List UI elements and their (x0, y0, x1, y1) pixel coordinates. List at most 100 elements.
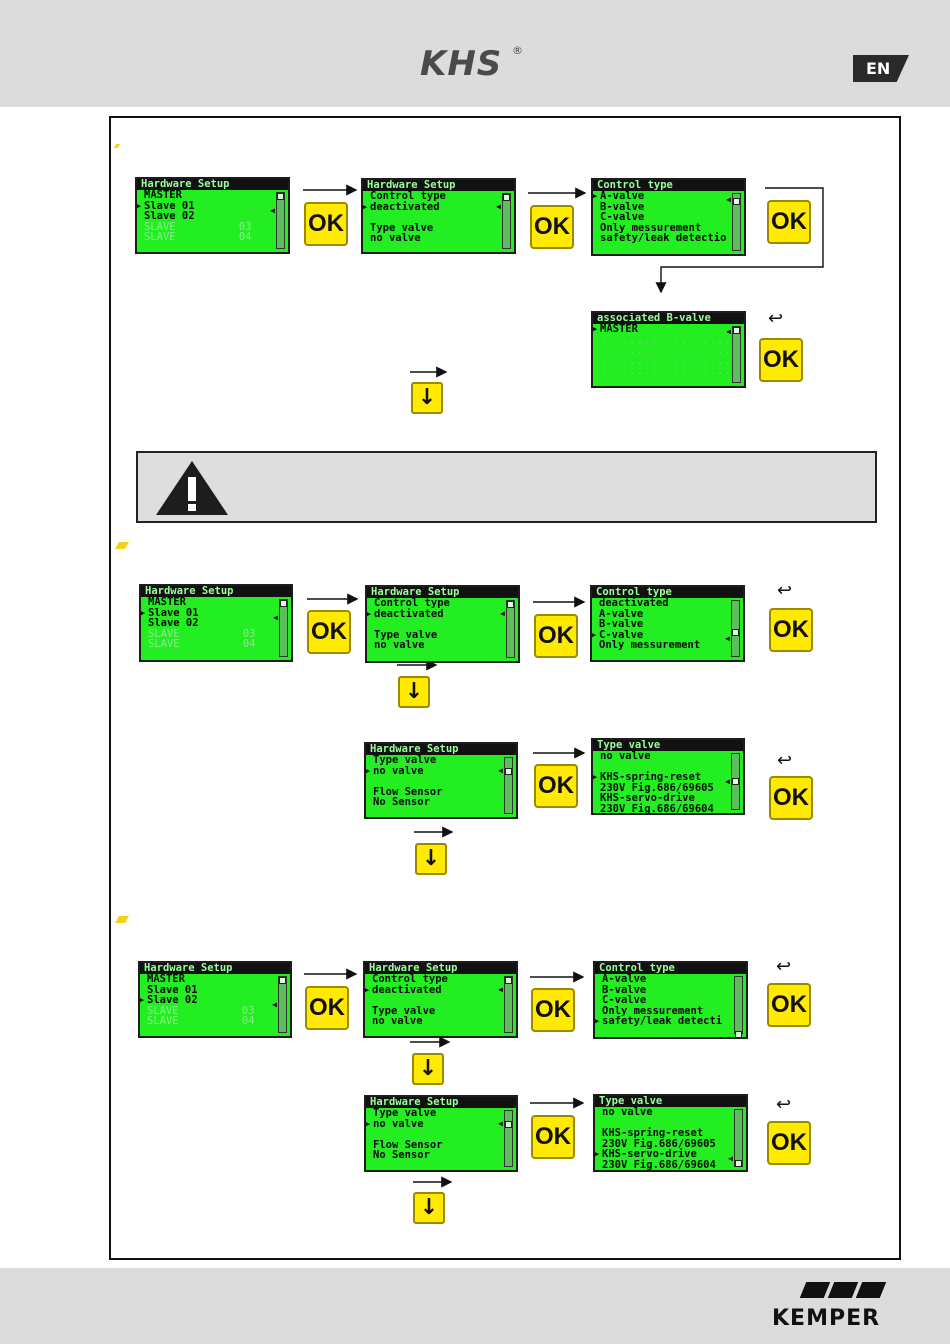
lcd-row: No Sensor (373, 796, 430, 808)
ok-button[interactable]: OK (769, 776, 813, 820)
back-arrow-icon: ↩ (777, 750, 793, 771)
ok-button[interactable]: OK (530, 205, 574, 249)
lcd-hardware-setup-detail: Hardware Setup Control type deactivated … (365, 585, 520, 663)
ok-button[interactable]: OK (534, 764, 578, 808)
lcd-row: MASTER (144, 189, 182, 201)
lcd-row: no valve (600, 750, 651, 762)
down-arrow-button[interactable]: ↓ (398, 676, 430, 708)
cursor-icon: ◀ (498, 1119, 503, 1128)
lcd-row: Only messurement (599, 639, 701, 651)
lcd-row-selected: safety/leak detecti (595, 1016, 746, 1027)
lcd-row: Slave 02 (148, 617, 199, 629)
back-arrow-icon: ↩ (776, 1094, 792, 1115)
cursor-icon: ◀ (726, 327, 731, 336)
lcd-row: 230V Fig.686/69604 (600, 802, 714, 815)
page-header: KHS ® EN (0, 0, 950, 107)
lcd-row (366, 1129, 516, 1140)
lcd-row: C-valve (600, 211, 645, 223)
lcd-row: no valve (374, 639, 425, 651)
down-arrow-button[interactable]: ↓ (413, 1192, 445, 1224)
lcd-row: Slave 02 (144, 210, 195, 222)
lcd-type-valve: Type valve no valve KHS-spring-reset 230… (591, 738, 745, 815)
ok-button[interactable]: OK (767, 200, 811, 244)
lcd-title: Control type (595, 963, 746, 974)
lcd-hardware-setup-detail-2: Hardware Setup Type valve no valve Flow … (364, 742, 518, 819)
lcd-row: no valve (602, 1106, 653, 1118)
lcd-row: deactivated (599, 597, 669, 609)
scrollbar (506, 600, 515, 658)
lcd-row-selected: KHS-spring-reset (593, 772, 743, 783)
lcd-title: associated B-valve (593, 313, 744, 324)
down-arrow-button[interactable]: ↓ (415, 843, 447, 875)
ok-button[interactable]: OK (767, 983, 811, 1027)
ok-button[interactable]: OK (305, 986, 349, 1030)
lcd-control-type: Control type deactivated A-valve B-valve… (590, 585, 745, 662)
lcd-row: Control type (372, 973, 448, 985)
lcd-row: .................. (600, 365, 732, 377)
ok-button[interactable]: OK (307, 610, 351, 654)
cursor-icon: ◀ (726, 195, 731, 204)
lcd-title: Hardware Setup (140, 963, 290, 974)
lcd-row-selected: MASTER (593, 324, 744, 335)
lcd-row: Control type (370, 190, 446, 202)
cursor-icon: ◀ (728, 1154, 733, 1163)
lcd-row: Slave 01 (147, 983, 198, 996)
lcd-row: A-valve (602, 973, 647, 985)
page-footer (0, 1268, 950, 1344)
lcd-row-selected: Slave 01 (141, 607, 291, 619)
cursor-icon: ◀ (273, 613, 278, 622)
scrollbar (504, 1110, 513, 1167)
lcd-row: Type valve (370, 221, 434, 234)
scrollbar (731, 753, 740, 810)
lcd-row: C-valve (602, 994, 647, 1006)
lcd-title: Hardware Setup (367, 587, 518, 598)
scrollbar (504, 757, 513, 814)
ok-button[interactable]: OK (769, 608, 813, 652)
lcd-row (366, 776, 516, 787)
scrollbar (732, 193, 741, 251)
content-frame (109, 116, 901, 1260)
lcd-row: .................. (600, 354, 732, 367)
lcd-row: 230V Fig.686/69605 (602, 1137, 716, 1150)
lcd-title: Hardware Setup (365, 963, 516, 974)
scrollbar (734, 1109, 743, 1167)
lcd-row (367, 619, 518, 630)
scrollbar (278, 976, 287, 1033)
lcd-row: MASTER (147, 973, 185, 985)
scrollbar (732, 326, 741, 383)
kemper-logo: KEMPER (772, 1306, 881, 1331)
ok-button[interactable]: OK (304, 202, 348, 246)
lcd-row-selected: Slave 01 (137, 200, 288, 212)
cursor-icon: ◀ (496, 202, 501, 211)
ok-button[interactable]: OK (534, 614, 578, 658)
cursor-icon: ◀ (725, 634, 730, 643)
ok-button[interactable]: OK (531, 1115, 575, 1159)
lcd-row: safety/leak detectio (600, 232, 727, 244)
lcd-hardware-setup-list: Hardware Setup MASTER Slave 01 Slave 02 … (138, 961, 292, 1038)
kemper-logo-stripe (855, 1282, 887, 1298)
lcd-hardware-setup-list: Hardware Setup MASTER Slave 01 Slave 02 … (135, 177, 290, 254)
ok-button[interactable]: OK (531, 988, 575, 1032)
lcd-control-type: Control type A-valve B-valve C-valve Onl… (591, 178, 746, 256)
down-arrow-button[interactable]: ↓ (411, 382, 443, 414)
lcd-row-selected: KHS-servo-drive (595, 1149, 746, 1160)
lcd-type-valve: Type valve no valve KHS-spring-reset 230… (593, 1094, 748, 1172)
down-arrow-button[interactable]: ↓ (412, 1053, 444, 1085)
ok-button[interactable]: OK (759, 338, 803, 382)
lcd-title: Control type (592, 587, 743, 598)
back-arrow-icon: ↩ (776, 956, 792, 977)
lcd-row: KHS-servo-drive (600, 792, 695, 804)
lcd-row: .................. (600, 344, 732, 356)
lcd-row: SLAVE 03 (144, 220, 252, 233)
lcd-row: Type valve (373, 754, 437, 766)
ok-button[interactable]: OK (767, 1121, 811, 1165)
lcd-title: Hardware Setup (141, 586, 291, 597)
lcd-row-selected: C-valve (592, 629, 743, 641)
lcd-row-selected: no valve (366, 1118, 516, 1130)
lcd-row: Flow Sensor (373, 785, 443, 798)
lcd-row: SLAVE 03 (148, 627, 256, 640)
scrollbar (504, 976, 513, 1033)
lcd-row-selected: deactivated (367, 608, 518, 620)
lcd-title: Control type (593, 180, 744, 191)
